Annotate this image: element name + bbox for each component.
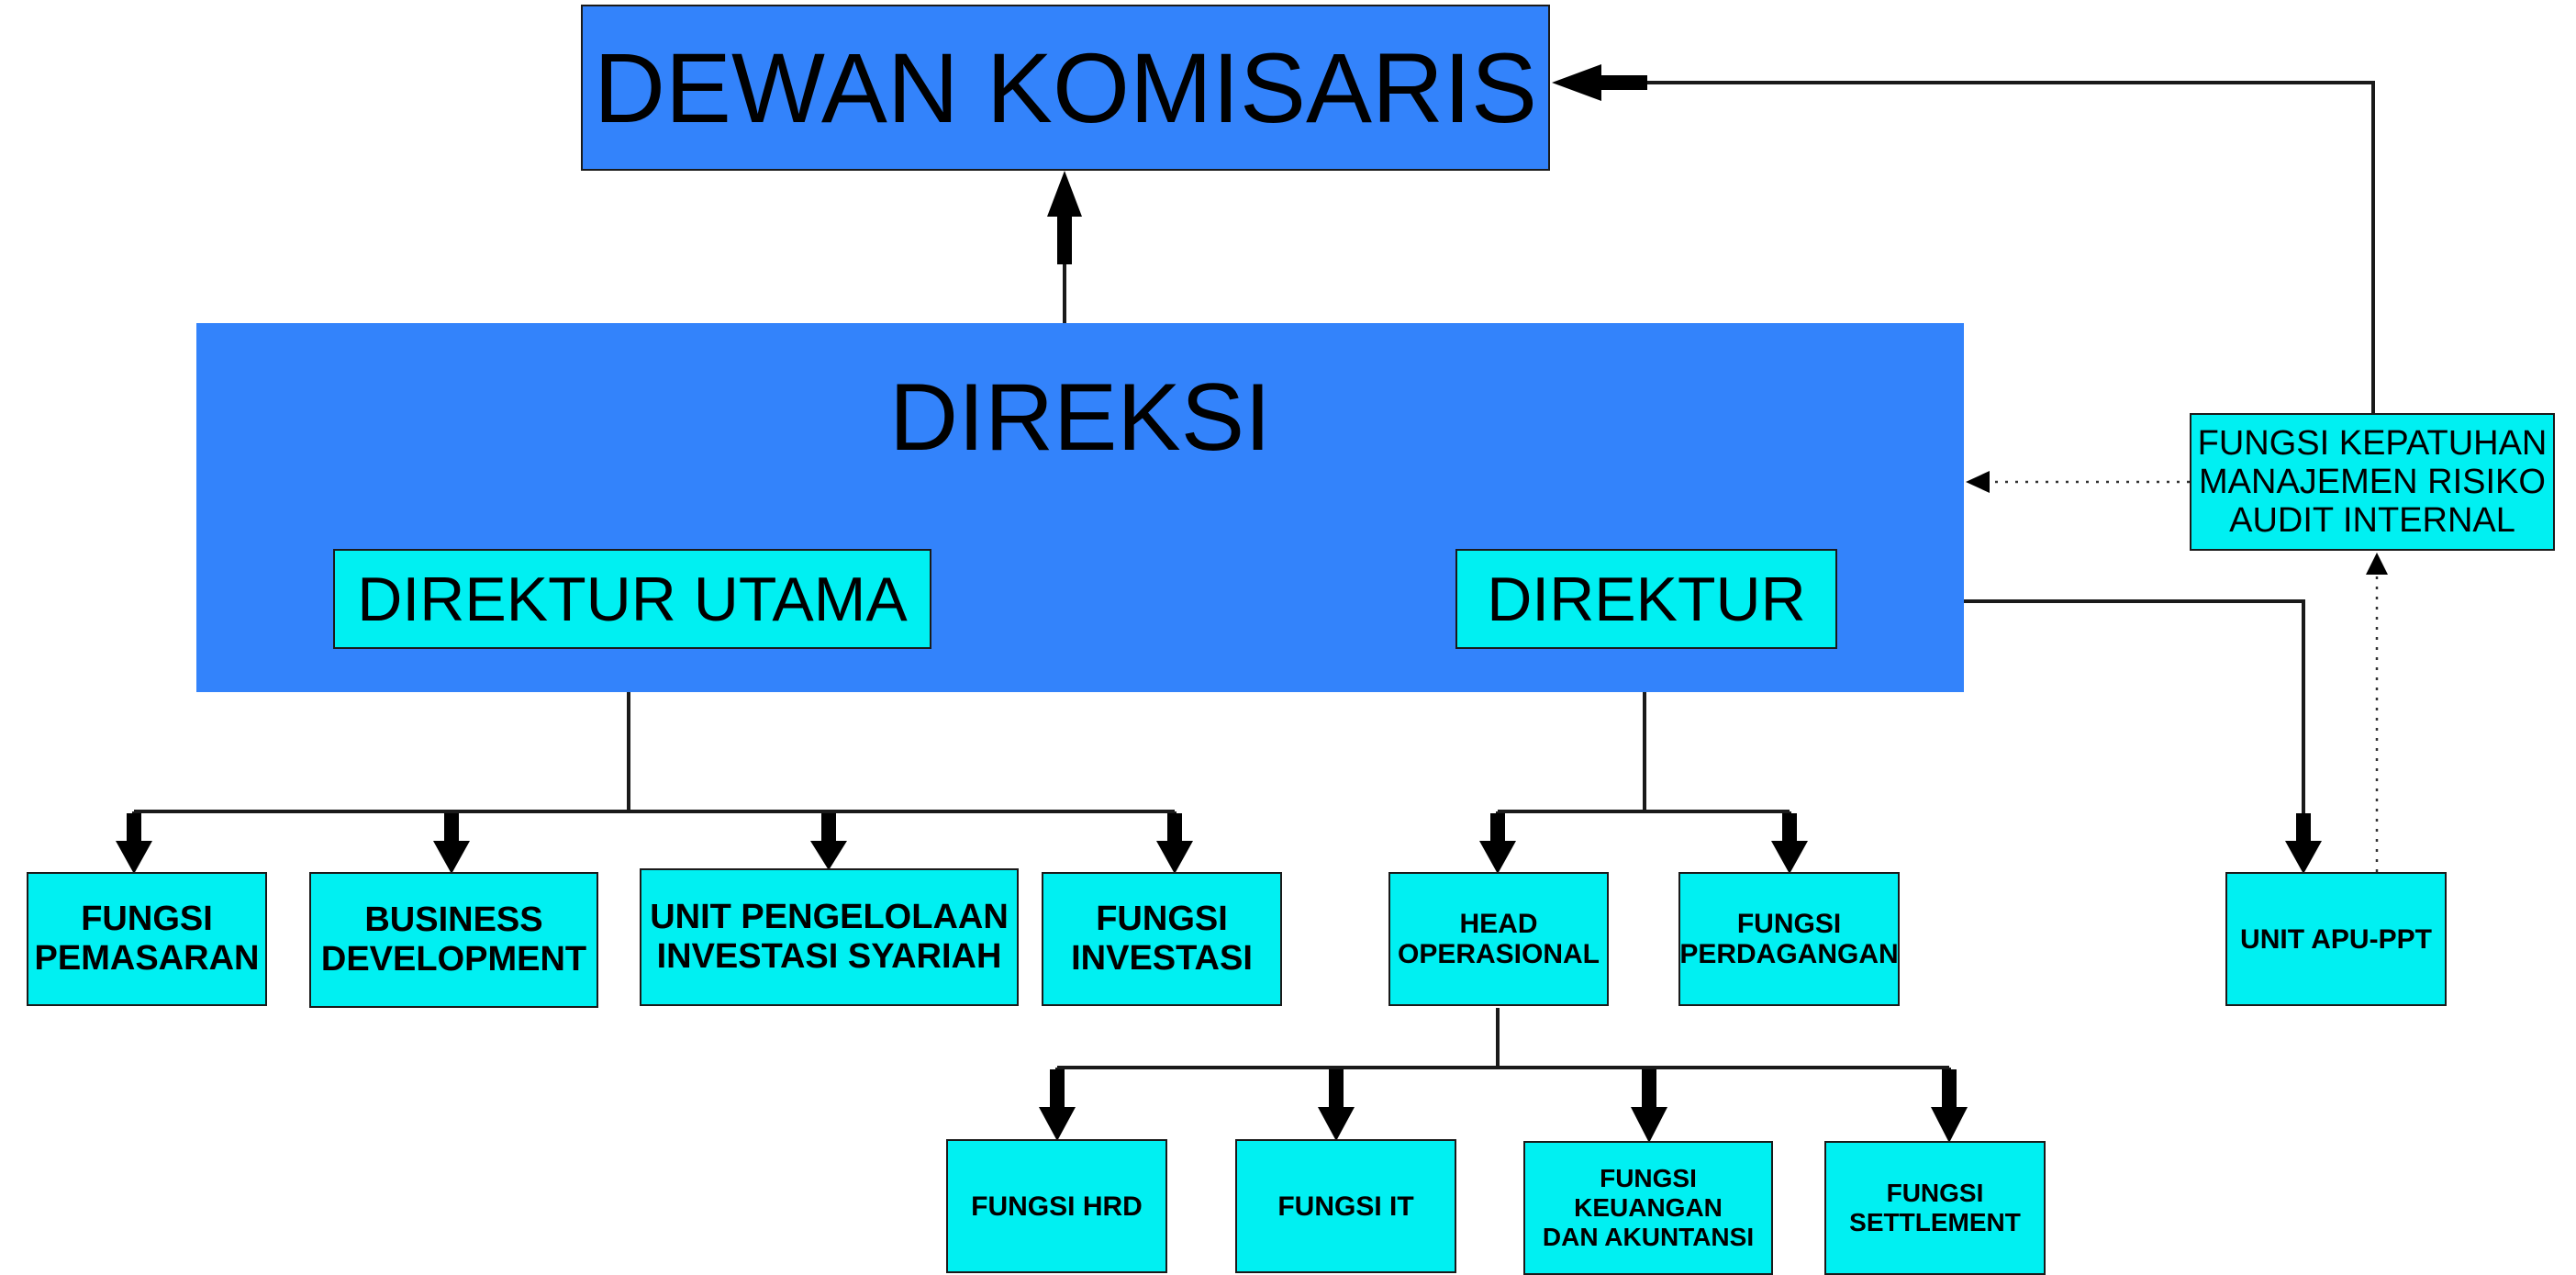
- fungsi-kepatuhan-box: FUNGSI KEPATUHAN MANAJEMEN RISIKO AUDIT …: [2190, 413, 2555, 551]
- arrow-down-it: [1318, 1069, 1355, 1141]
- arrow-down-keuangan: [1631, 1069, 1667, 1143]
- arrow-left-direksi-dotted: [1966, 471, 1990, 493]
- fungsi-keuangan-box: FUNGSI KEUANGAN DAN AKUNTANSI: [1523, 1141, 1773, 1275]
- arrow-left-dk: [1552, 64, 1647, 101]
- connector-fk-to-dk: [1643, 81, 2375, 413]
- business-development-box: BUSINESS DEVELOPMENT: [309, 872, 598, 1008]
- fungsi-it-box: FUNGSI IT: [1235, 1139, 1456, 1273]
- arrow-down-pemasaran: [116, 813, 152, 874]
- arrow-up-dk: [1047, 171, 1082, 264]
- arrow-down-hrd: [1039, 1069, 1076, 1141]
- direktur-utama-box: DIREKTUR UTAMA: [333, 549, 931, 649]
- arrow-down-business: [433, 813, 470, 874]
- fungsi-perdagangan-box: FUNGSI PERDAGANGAN: [1678, 872, 1900, 1006]
- fungsi-pemasaran-box: FUNGSI PEMASARAN: [27, 872, 267, 1006]
- arrow-down-head-ops: [1479, 813, 1516, 874]
- unit-apu-ppt-box: UNIT APU-PPT: [2225, 872, 2447, 1006]
- direksi-title: DIREKSI: [888, 364, 1272, 471]
- dewan-komisaris-box: DEWAN KOMISARIS: [581, 5, 1550, 171]
- fungsi-hrd-box: FUNGSI HRD: [946, 1139, 1167, 1273]
- arrow-down-settlement: [1931, 1069, 1968, 1143]
- direktur-box: DIREKTUR: [1455, 549, 1837, 649]
- arrow-up-fk-dotted: [2366, 553, 2388, 575]
- arrow-down-apu: [2285, 813, 2322, 874]
- fungsi-investasi-box: FUNGSI INVESTASI: [1042, 872, 1282, 1006]
- arrow-down-investasi: [1156, 813, 1193, 874]
- arrow-down-syariah: [810, 813, 847, 870]
- arrow-down-perdagangan: [1771, 813, 1808, 874]
- fungsi-settlement-box: FUNGSI SETTLEMENT: [1824, 1141, 2046, 1275]
- unit-investasi-syariah-box: UNIT PENGELOLAAN INVESTASI SYARIAH: [640, 868, 1019, 1006]
- connector-direksi-to-apu: [1964, 599, 2305, 826]
- head-operasional-box: HEAD OPERASIONAL: [1388, 872, 1609, 1006]
